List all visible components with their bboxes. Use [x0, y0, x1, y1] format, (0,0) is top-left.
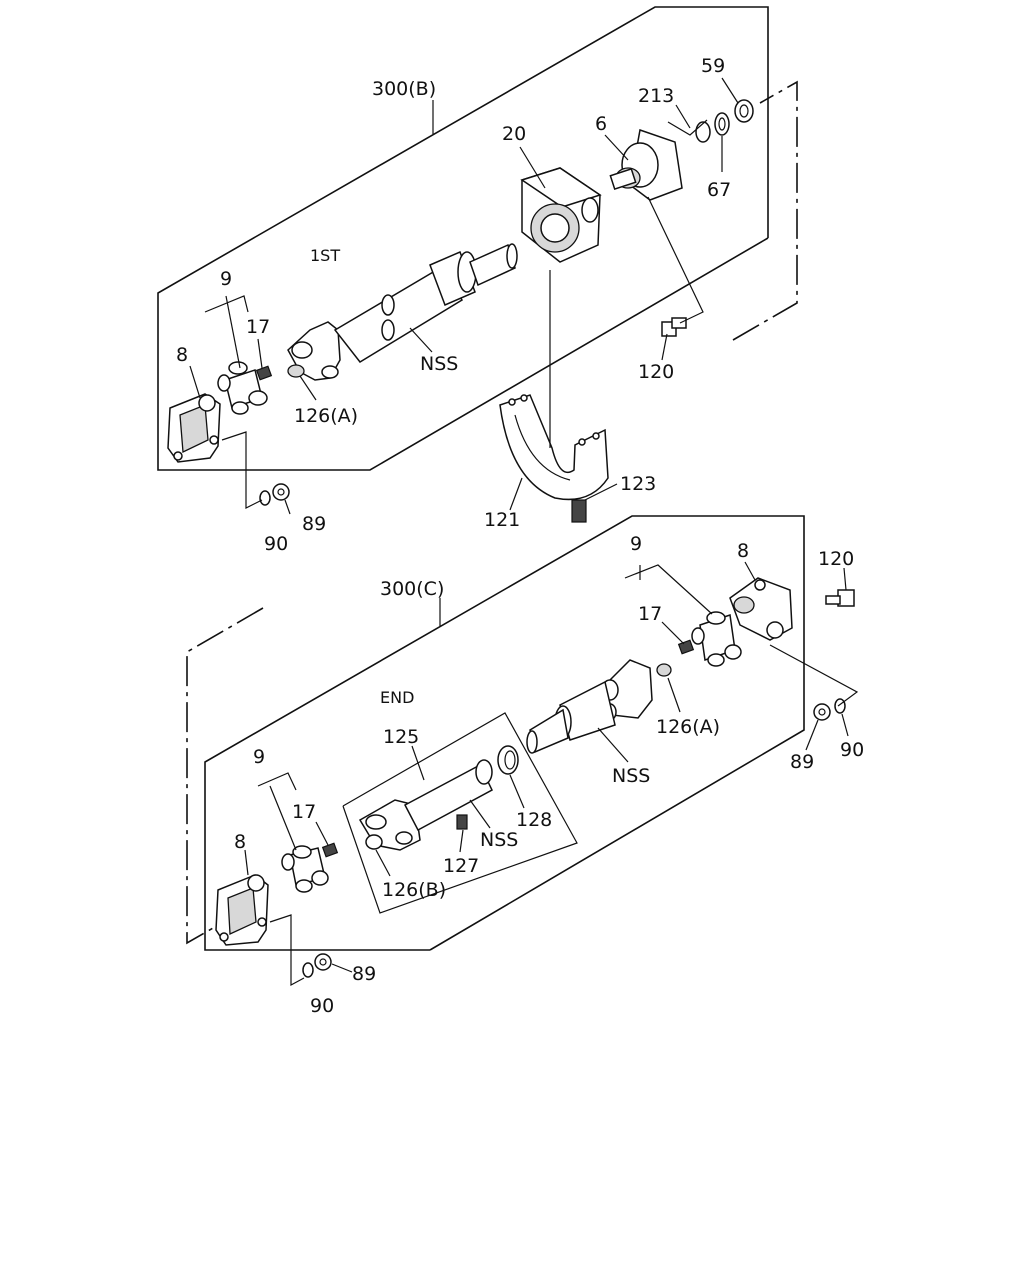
callout-6: 6: [595, 113, 607, 135]
callout-nss: NSS: [420, 353, 458, 375]
bolt-part-120: [661, 317, 687, 337]
washer-part-67: [714, 112, 730, 136]
callout-17: 17: [246, 316, 270, 338]
plug-part-126b: [365, 834, 383, 850]
grease-nipple-part-17: [255, 365, 273, 381]
label-300c: 300(C): [380, 578, 444, 600]
callout-9-right: 9: [630, 533, 642, 555]
lower-frame-inner: [342, 712, 578, 914]
plug-part-126a-lower: [656, 663, 672, 677]
flange-yoke-part-8: [167, 393, 221, 463]
universal-joint-part-9: [217, 361, 268, 415]
bolt-part-120-lower: [825, 589, 855, 607]
nut-part-89: [272, 483, 290, 501]
callout-125: 125: [383, 726, 419, 748]
nut-part-89-left: [314, 953, 332, 971]
companion-flange-part-6: [609, 129, 683, 201]
callout-17-right: 17: [638, 603, 662, 625]
label-end: END: [380, 688, 414, 707]
callout-9: 9: [220, 268, 232, 290]
callout-8-right: 8: [737, 540, 749, 562]
callout-89-right: 89: [790, 751, 814, 773]
grease-nipple-part-17-left: [321, 842, 339, 858]
flange-yoke-part-8-right: [729, 577, 793, 641]
upper-frame: [157, 6, 769, 471]
flange-yoke-part-8-left: [215, 874, 269, 946]
callout-213: 213: [638, 85, 674, 107]
lower-frame-dashed: [186, 607, 264, 945]
center-bearing-part-20: [520, 167, 602, 263]
washer-part-90-right: [834, 698, 846, 714]
upper-frame-dashed: [732, 80, 798, 341]
callout-126b: 126(B): [382, 879, 446, 901]
callout-9-left: 9: [253, 746, 265, 768]
washer-part-90-left: [302, 962, 314, 978]
callout-nss-inner: NSS: [480, 829, 518, 851]
bolt-part-123: [571, 499, 587, 523]
grease-nipple-part-17-right: [677, 639, 695, 655]
callout-127: 127: [443, 855, 479, 877]
lower-frame-outer: [204, 515, 805, 951]
callout-8-left: 8: [234, 831, 246, 853]
callout-90-left: 90: [310, 995, 334, 1017]
grease-nipple-part-127: [456, 814, 468, 830]
callout-89: 89: [302, 513, 326, 535]
bracket-part-121: [499, 394, 609, 501]
callout-20: 20: [502, 123, 526, 145]
callout-nss-right: NSS: [612, 765, 650, 787]
callout-123: 123: [620, 473, 656, 495]
label-300b: 300(B): [372, 78, 436, 100]
lower-assembly: 300(C) END 9 8 120 17 126(A) 89 90 NSS 1…: [186, 515, 864, 1017]
upper-leaders: [189, 77, 739, 515]
universal-joint-part-9-right: [691, 611, 742, 667]
callout-120-lower: 120: [818, 548, 854, 570]
washer-part-90: [259, 490, 271, 506]
callout-89-left: 89: [352, 963, 376, 985]
callout-17-left: 17: [292, 801, 316, 823]
upper-assembly: 300(B) 1ST 59 213 6 20 67 9 17 8 NSS 126…: [157, 6, 798, 555]
callout-59: 59: [701, 55, 725, 77]
callout-126a: 126(A): [294, 405, 358, 427]
callout-121: 121: [484, 509, 520, 531]
shaft-yoke: [287, 243, 518, 381]
callout-126a-lower: 126(A): [656, 716, 720, 738]
lower-leaders: [244, 561, 859, 987]
universal-joint-part-9-left: [281, 845, 329, 893]
shaft-lower-right: [526, 659, 653, 754]
label-1st: 1ST: [310, 246, 340, 265]
callout-8: 8: [176, 344, 188, 366]
callout-67: 67: [707, 179, 731, 201]
callout-128: 128: [516, 809, 552, 831]
plug-part-126a: [287, 364, 305, 378]
washer-part-213: [695, 121, 711, 143]
callout-120: 120: [638, 361, 674, 383]
callout-90-right: 90: [840, 739, 864, 761]
seal-part-128: [497, 745, 519, 775]
nut-part-59: [734, 99, 754, 123]
callout-90: 90: [264, 533, 288, 555]
nut-part-89-right: [813, 703, 831, 721]
